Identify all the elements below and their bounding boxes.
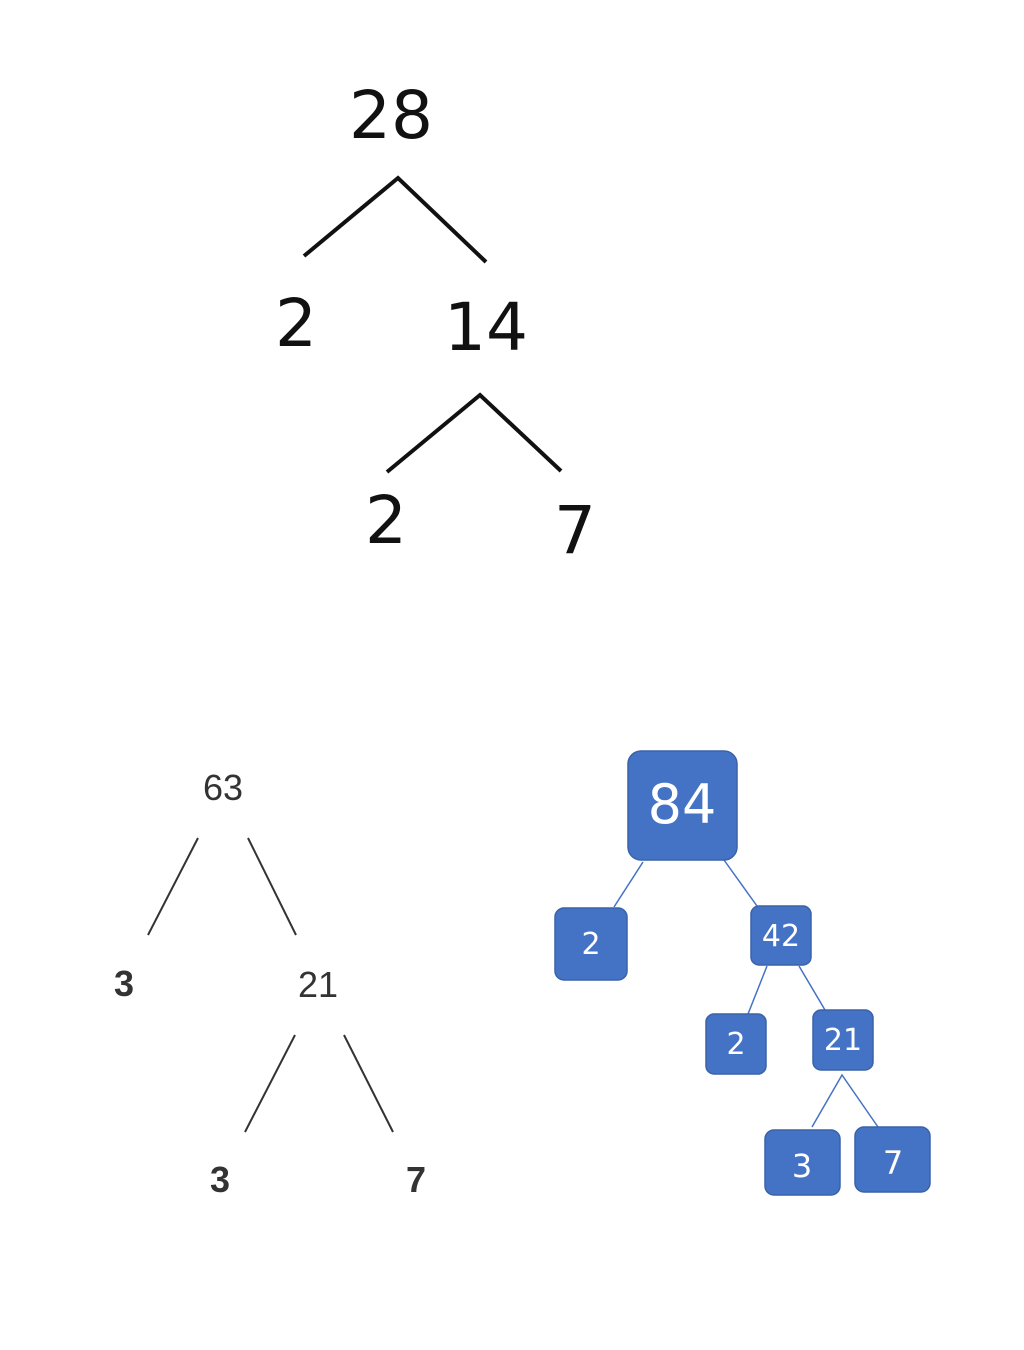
node-3: 3 xyxy=(114,963,134,1004)
node-2: 2 xyxy=(726,1027,745,1062)
node-2: 2 xyxy=(365,482,407,559)
node-7: 7 xyxy=(406,1159,426,1200)
branch-line xyxy=(798,965,826,1011)
node-box-21 xyxy=(812,1009,874,1071)
branch-14 xyxy=(385,392,563,474)
node-2: 2 xyxy=(275,285,317,362)
factor-tree-63: 63 3 21 3 7 xyxy=(114,767,426,1200)
node-21: 21 xyxy=(824,1023,862,1058)
branch-line xyxy=(811,1073,879,1128)
branch-line xyxy=(244,1034,296,1133)
node-box-84 xyxy=(627,750,738,861)
node-7: 7 xyxy=(883,1144,903,1182)
branch-line xyxy=(247,837,297,936)
factor-tree-84: 84 2 42 2 21 3 7 xyxy=(554,750,931,1196)
node-14: 14 xyxy=(444,289,528,366)
factor-tree-28: 28 2 14 2 7 xyxy=(275,77,596,569)
node-box-2 xyxy=(705,1013,767,1075)
branch-line xyxy=(147,837,199,936)
node-2: 2 xyxy=(581,927,600,962)
branch-line xyxy=(723,859,758,907)
node-42: 42 xyxy=(762,919,800,954)
branch-28 xyxy=(302,175,488,264)
node-3: 3 xyxy=(210,1159,230,1200)
node-3: 3 xyxy=(792,1147,812,1185)
node-63: 63 xyxy=(203,767,243,808)
node-box-7 xyxy=(854,1126,931,1193)
node-84: 84 xyxy=(648,773,717,836)
node-21: 21 xyxy=(298,964,338,1005)
node-28: 28 xyxy=(349,77,433,154)
node-box-3 xyxy=(764,1129,841,1196)
branch-line xyxy=(343,1034,394,1133)
branch-line xyxy=(613,861,644,908)
branch-line xyxy=(747,965,768,1015)
node-box-2 xyxy=(554,907,628,981)
node-7: 7 xyxy=(554,492,596,569)
node-box-42 xyxy=(750,905,812,966)
